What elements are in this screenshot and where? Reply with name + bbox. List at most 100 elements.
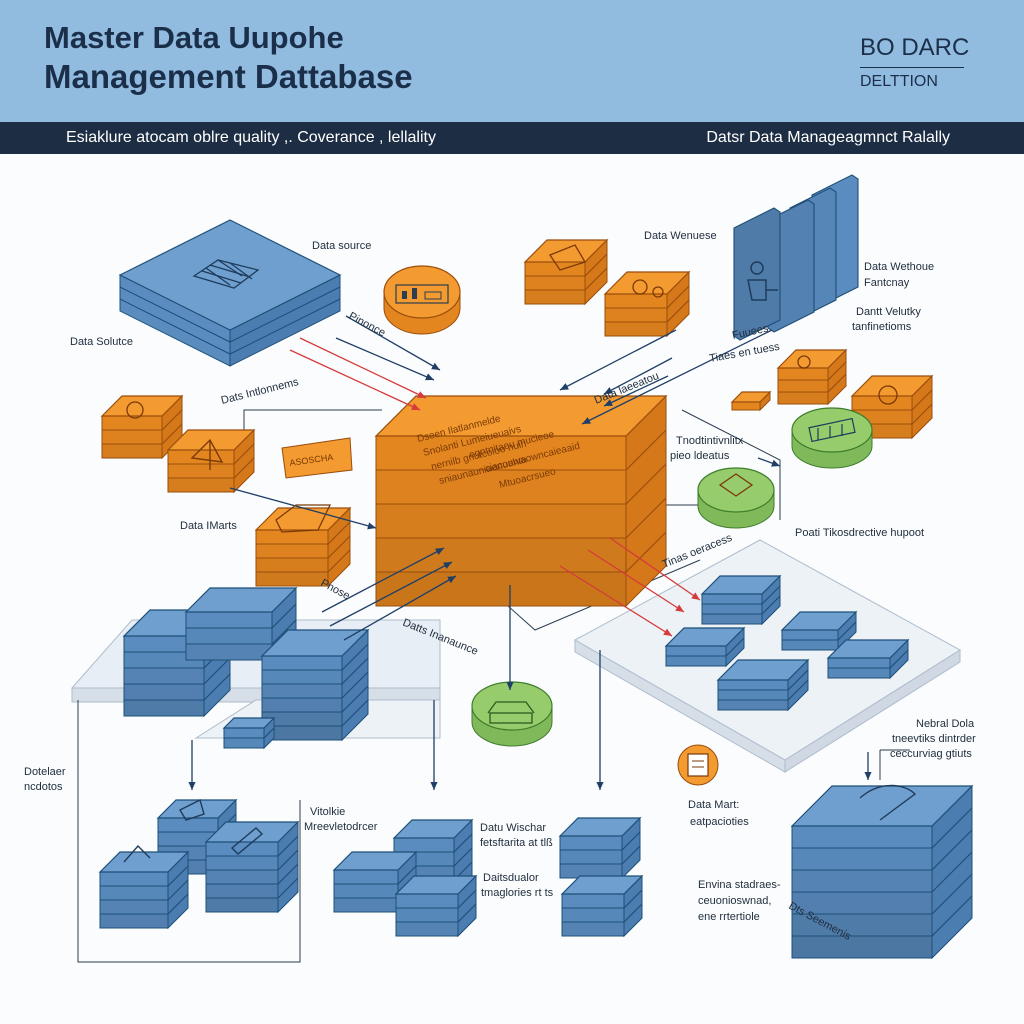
- label-data-mart-right-2: eatpacioties: [690, 816, 749, 828]
- warehouse-box-1[interactable]: [523, 238, 609, 306]
- bottom-stack-2-top: [98, 851, 190, 873]
- bottom-stack-4-layer: [393, 837, 455, 853]
- storage-right-2[interactable]: [780, 610, 858, 652]
- storage-left-4-layer: [223, 737, 265, 749]
- bottom-stack-7-layer: [559, 849, 623, 865]
- triangle-icon: [190, 438, 224, 470]
- storefront-disc[interactable]: [471, 681, 553, 747]
- neural-data-store-top: [790, 785, 974, 827]
- label-data-warehouse-right-1: Data Wethoue: [864, 261, 934, 273]
- quality-chip-disc[interactable]: [791, 407, 873, 469]
- mart-box-left-3[interactable]: [254, 506, 352, 588]
- storage-left-4[interactable]: [222, 716, 276, 750]
- mart-box-left-3-layer: [255, 529, 329, 545]
- warehouse-box-1-top: [523, 239, 609, 263]
- quality-box-1[interactable]: [776, 348, 848, 406]
- document-icon: [677, 744, 719, 786]
- data-source-server[interactable]: [118, 219, 342, 367]
- storage-right-5[interactable]: [716, 658, 810, 712]
- bottom-stack-2-layer: [99, 899, 169, 915]
- label-data-quality-1: Dantt Velutky: [856, 306, 921, 318]
- bottom-stack-3[interactable]: [204, 820, 300, 914]
- quality-box-1-layer: [777, 391, 829, 405]
- master-data-hub[interactable]: [374, 394, 668, 608]
- mart-box-left-2-layer: [167, 463, 235, 479]
- mart-box-left-3-layer: [255, 543, 329, 559]
- storage-right-4-top: [664, 627, 746, 647]
- mart-box-left-2[interactable]: [166, 428, 256, 494]
- bottom-stack-8[interactable]: [560, 874, 644, 938]
- storage-right-4[interactable]: [664, 626, 746, 668]
- bottom-stack-5-layer: [333, 869, 399, 885]
- folder-icon: [275, 504, 332, 533]
- bottom-stack-5-layer: [333, 897, 399, 913]
- storage-right-1[interactable]: [700, 574, 782, 626]
- box-layer: [98, 174, 974, 960]
- flow-arrow: [229, 487, 377, 530]
- label-bottom-center-4: tmaglories rt ts: [481, 887, 554, 899]
- storage-left-2-layer: [185, 627, 273, 645]
- flow-arrow: [343, 575, 457, 641]
- quality-hand-disc[interactable]: [697, 467, 775, 529]
- bottom-stack-2-layer: [99, 871, 169, 887]
- storage-left-2-layer: [185, 643, 273, 661]
- label-data-warehouse-top: Data Wenuese: [644, 230, 717, 242]
- mart-box-left-2-top: [166, 429, 256, 451]
- brand-block: BO DARC DELTTION: [860, 34, 969, 91]
- storage-right-1-layer: [701, 603, 763, 615]
- arrow-label-1: Dats Intlonnems: [220, 376, 301, 407]
- quality-box-1-layer: [777, 379, 829, 393]
- label-bottom-center-2: fetsftarita at tlß: [480, 837, 553, 849]
- label-data-mart-right-1: Data Mart:: [688, 799, 739, 811]
- banner-left-text: Esiaklure atocam oblre quality ,. Covera…: [66, 129, 436, 146]
- grid-icon: [192, 259, 260, 289]
- warehouse-box-2-layer: [604, 307, 668, 323]
- bottom-stack-6-layer: [395, 893, 459, 909]
- storage-left-2-top: [184, 587, 298, 613]
- flow-arrow-red: [587, 549, 685, 613]
- brand-name: BO DARC: [860, 34, 969, 68]
- label-bottom-left-1: Dotelaer: [24, 766, 66, 778]
- right-storage-platform: [573, 539, 961, 773]
- bottom-stack-1-layer: [157, 817, 219, 833]
- quality-tag[interactable]: [730, 390, 772, 412]
- warehouse-box-2[interactable]: [603, 270, 691, 338]
- flow-arrow-red: [609, 537, 701, 601]
- bottom-stack-6[interactable]: [394, 874, 478, 938]
- label-data-source-top: Data source: [312, 240, 371, 252]
- storage-right-5-top: [716, 659, 810, 681]
- flow-arrow: [603, 375, 669, 407]
- quality-tag-layer: [731, 401, 761, 411]
- label-bottom-mid-2: Mreevletodrcer: [304, 821, 378, 833]
- label-data-marts-left: Data IMarts: [180, 520, 237, 532]
- neural-data-store-layer: [791, 869, 933, 893]
- storage-left-3[interactable]: [260, 628, 370, 742]
- storage-right-1-layer: [701, 613, 763, 625]
- mart-box-left-1-layer: [101, 443, 163, 459]
- bottom-stack-3-layer: [205, 897, 279, 913]
- mart-box-left-1[interactable]: [100, 394, 184, 460]
- bottom-stack-2[interactable]: [98, 850, 190, 930]
- neural-data-store[interactable]: [790, 784, 974, 960]
- header: Master Data Uupohe Management Dattabase …: [0, 0, 1024, 122]
- data-source-disc[interactable]: [383, 265, 461, 335]
- warehouse-panels[interactable]: [733, 174, 859, 341]
- mart-box-left-2-layer: [167, 449, 235, 465]
- bottom-stack-7[interactable]: [558, 816, 642, 880]
- storage-right-3[interactable]: [826, 638, 910, 680]
- storage-left-3-top: [260, 629, 370, 657]
- label-right-mid-2: pieo ldeatus: [670, 450, 730, 462]
- storage-left-3-layer: [261, 669, 343, 685]
- storage-left-2[interactable]: [184, 586, 298, 662]
- storage-left-4-top: [222, 717, 276, 729]
- label-right-panel: Poati Tikosdrective hupoot: [795, 527, 924, 539]
- neural-data-store-layer: [791, 935, 933, 959]
- person-icon: [747, 261, 778, 301]
- label-neural-1: Nebral Dola: [916, 718, 975, 730]
- warehouse-box-1-layer: [524, 275, 586, 291]
- bottom-stack-2-layer: [99, 885, 169, 901]
- arrow-layer: [188, 315, 872, 790]
- chart-board-icon: [395, 284, 449, 304]
